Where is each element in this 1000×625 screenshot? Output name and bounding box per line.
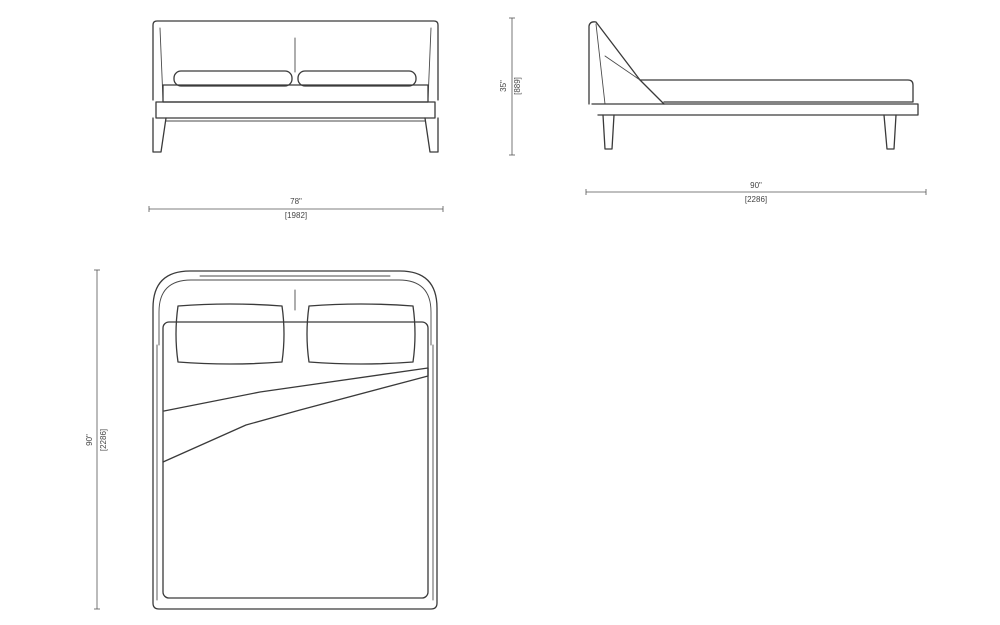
front-width-mm: [1982] (285, 211, 307, 220)
side-length-mm: [2286] (745, 195, 767, 204)
side-headboard-inner (595, 23, 606, 105)
front-width-inches: 78" (290, 197, 302, 206)
top-view (152, 270, 438, 610)
side-leg-right (883, 114, 897, 150)
side-leg-left (602, 114, 615, 150)
top-pillow-left (175, 303, 285, 365)
front-width-dimension: 78" [1982] (148, 197, 444, 220)
side-headboard (588, 21, 665, 105)
side-mattress (639, 79, 914, 103)
side-length-dimension: 90" [2286] (585, 181, 927, 204)
top-length-mm: [2286] (99, 429, 108, 451)
side-view (588, 21, 919, 150)
front-headboard (152, 20, 439, 101)
top-length-inches: 90" (85, 434, 94, 446)
height-mm: [889] (513, 77, 522, 95)
front-view (152, 20, 439, 153)
front-frame (155, 101, 436, 119)
front-pillow-left (173, 70, 293, 87)
top-length-dimension: 90" [2286] (85, 269, 108, 610)
top-blanket-fold (162, 367, 429, 463)
height-inches: 35" (499, 80, 508, 92)
top-mattress (162, 321, 429, 599)
side-frame (591, 103, 919, 116)
front-leg-right (424, 117, 439, 153)
front-leg-left (152, 117, 167, 153)
top-outer-frame (152, 270, 438, 610)
top-pillow-right (306, 303, 416, 365)
side-length-inches: 90" (750, 181, 762, 190)
front-pillow-right (297, 70, 417, 87)
top-headboard-curve (158, 279, 432, 346)
height-dimension: 35" [889] (499, 17, 522, 156)
front-mattress (162, 84, 429, 103)
